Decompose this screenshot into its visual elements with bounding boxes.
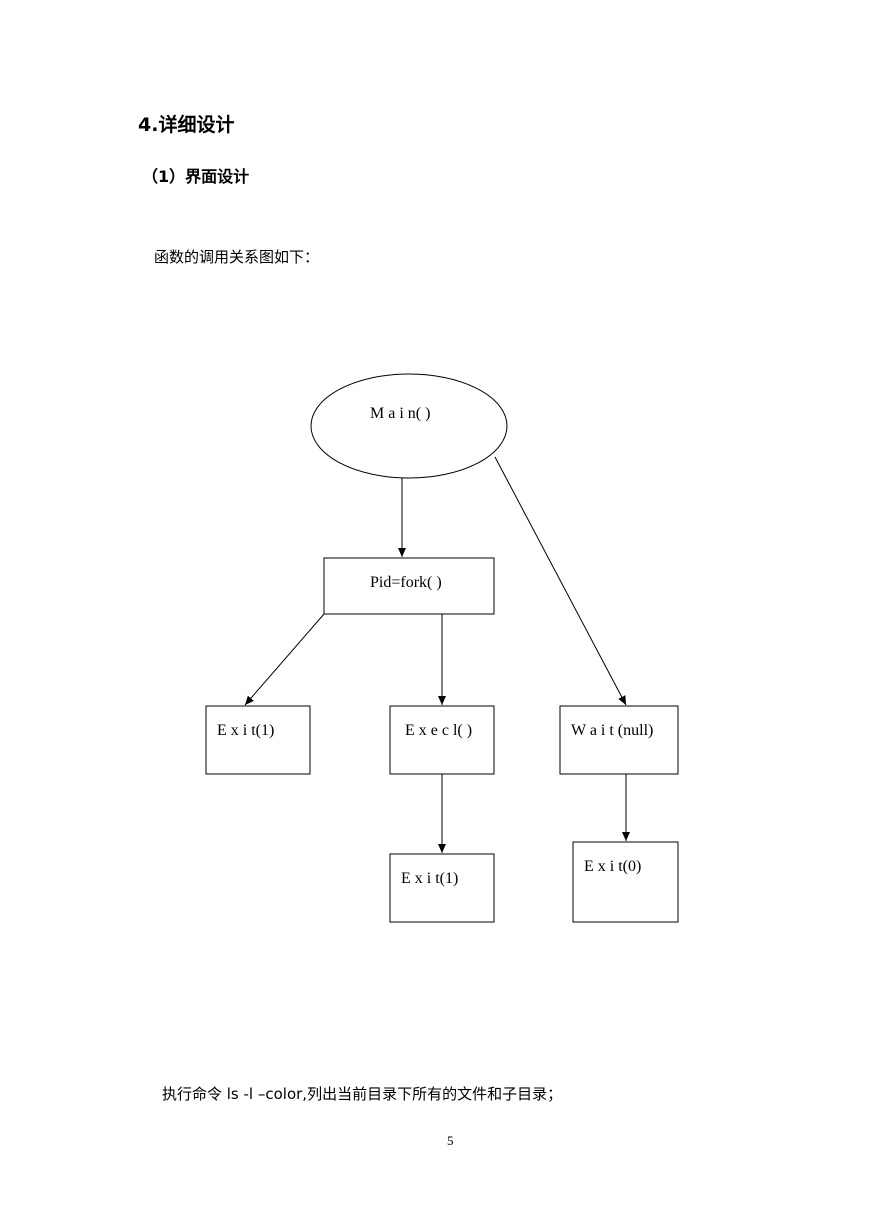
fork-node [323, 557, 495, 615]
exit0-label: E x i t(0) [584, 858, 641, 875]
arrow-main-to-wait [494, 456, 627, 706]
exit1-bottom-node [389, 853, 495, 923]
exit0-node [572, 841, 679, 923]
execl-node [389, 705, 495, 775]
fork-node-label: Pid=fork( ) [370, 574, 442, 591]
command-paragraph: 执行命令 ls -l –color,列出当前目录下所有的文件和子目录； [162, 1085, 563, 1103]
exit1-left-node [205, 705, 311, 775]
arrow-fork-to-exit1 [244, 613, 325, 706]
wait-node [559, 705, 679, 775]
exit1-left-label: E x i t(1) [217, 722, 274, 739]
intro-paragraph: 函数的调用关系图如下： [154, 248, 320, 266]
section-heading: 4.详细设计 [138, 114, 235, 136]
subsection-heading: （1）界面设计 [142, 167, 250, 186]
execl-label: E x e c l( ) [405, 722, 472, 739]
main-node [310, 373, 508, 479]
main-node-label: M a i n( ) [370, 405, 430, 422]
exit1-bottom-label: E x i t(1) [401, 870, 458, 887]
page-number: 5 [447, 1133, 454, 1148]
wait-label: W a i t (null) [571, 722, 653, 739]
